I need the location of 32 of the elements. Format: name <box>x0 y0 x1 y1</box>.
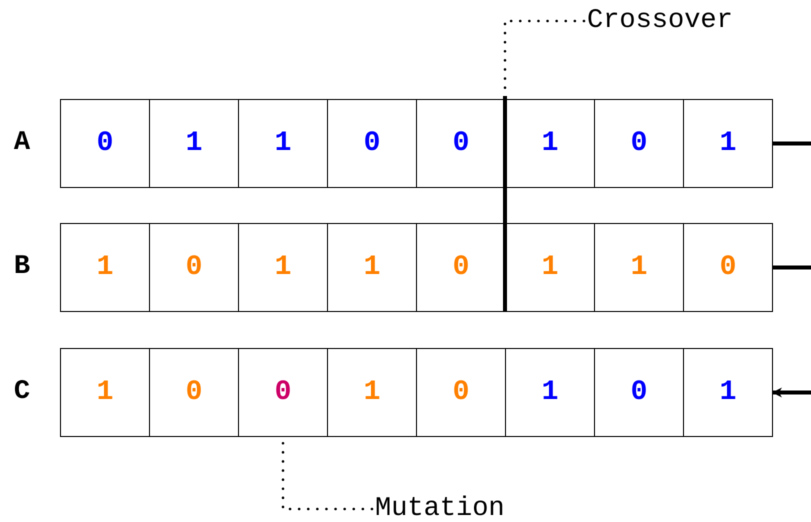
gene-cell: 1 <box>60 348 150 437</box>
gene-cell: 1 <box>238 99 328 188</box>
gene-cell: 0 <box>416 99 506 188</box>
gene-cell: 1 <box>505 99 595 188</box>
gene-cell: 0 <box>416 223 506 312</box>
gene-cell: 1 <box>149 99 239 188</box>
gene-cell: 0 <box>683 223 773 312</box>
gene-cell: 1 <box>327 348 417 437</box>
connector-line <box>772 142 811 146</box>
gene-cell: 1 <box>238 223 328 312</box>
gene-cell: 1 <box>505 348 595 437</box>
gene-cell: 0 <box>238 348 328 437</box>
connector-line <box>772 266 811 270</box>
gene-cell: 1 <box>683 99 773 188</box>
callout-text: Crossover <box>587 6 733 36</box>
gene-cell: 0 <box>149 348 239 437</box>
gene-cell: 0 <box>60 99 150 188</box>
gene-cell: 1 <box>60 223 150 312</box>
row-label: B <box>12 252 32 282</box>
gene-cell: 1 <box>327 223 417 312</box>
callout-text: Mutation <box>375 494 505 522</box>
gene-cell: 0 <box>594 99 684 188</box>
gene-cell: 1 <box>505 223 595 312</box>
arrow <box>772 388 811 398</box>
gene-cell: 0 <box>416 348 506 437</box>
gene-cell: 0 <box>149 223 239 312</box>
gene-cell: 0 <box>594 348 684 437</box>
gene-cell: 0 <box>327 99 417 188</box>
gene-cell: 1 <box>683 348 773 437</box>
row-label: C <box>12 377 32 407</box>
row-label: A <box>12 128 32 158</box>
gene-cell: 1 <box>594 223 684 312</box>
